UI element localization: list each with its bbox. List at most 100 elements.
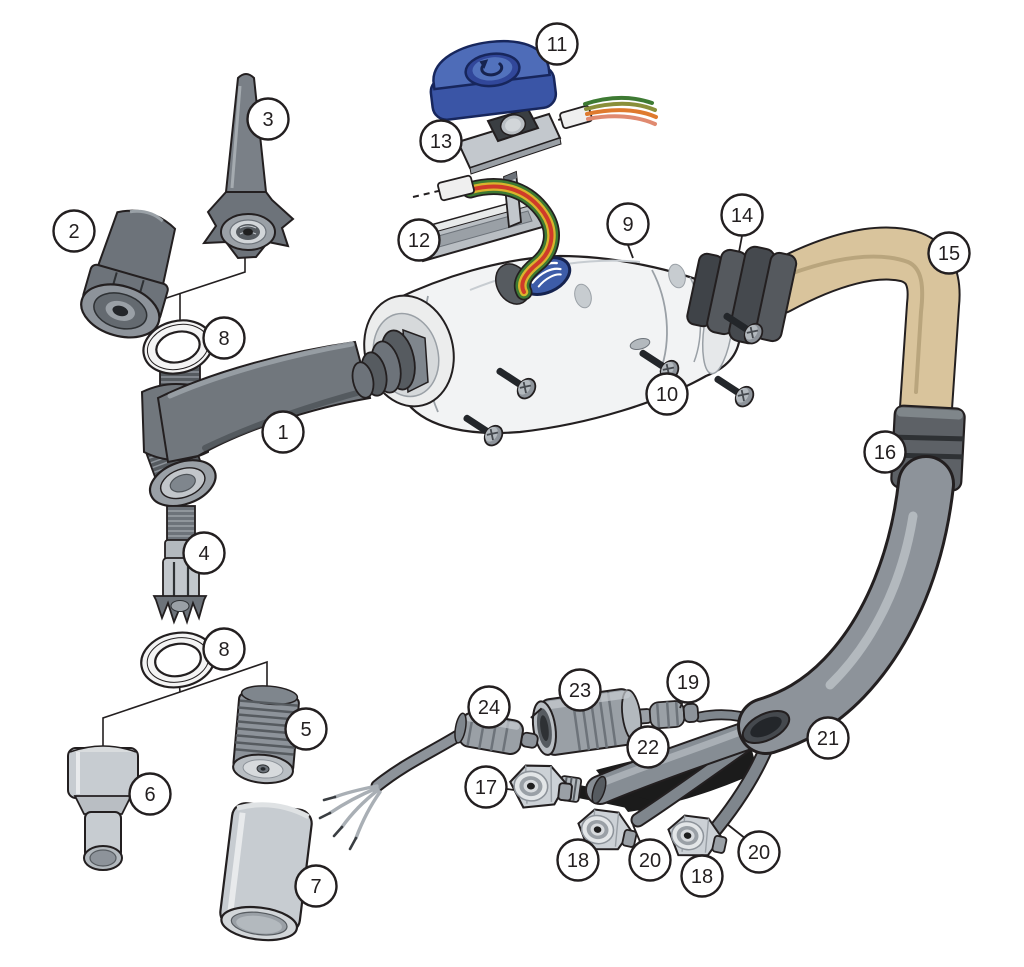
callout-1: 1: [261, 410, 305, 454]
callout-leader-line: [726, 823, 747, 840]
callout-7: 7: [294, 864, 338, 908]
part-23-adapter: [530, 688, 643, 756]
callout-leader-line: [627, 244, 634, 259]
callout-number: 19: [677, 672, 699, 694]
callout-number: 6: [144, 784, 155, 806]
part-12-ribbon-cable: [437, 174, 560, 301]
callout-circle: [628, 838, 672, 882]
part-22-hose-sleeve: [585, 719, 767, 805]
callout-18: 18: [556, 838, 600, 882]
callout-circle: [737, 830, 781, 874]
callout-circle: [720, 193, 764, 237]
rotation-arrow-icon: [479, 59, 504, 77]
callout-circle: [666, 660, 710, 704]
torch-head-handle-joint: [351, 328, 429, 399]
callout-number: 23: [569, 680, 591, 702]
callout-number: 5: [300, 719, 311, 741]
callout-circle: [558, 668, 602, 712]
callout-number: 17: [475, 777, 497, 799]
part-14-strain-relief: [686, 245, 798, 345]
callout-circle: [202, 627, 246, 671]
callout-number: 18: [691, 866, 713, 888]
callout-circle: [927, 231, 971, 275]
callout-number: 3: [262, 109, 273, 131]
callout-circle: [626, 725, 670, 769]
callout-number: 21: [817, 728, 839, 750]
callout-leader-line: [506, 788, 515, 791]
callout-24: 24: [467, 685, 511, 729]
callout-number: 11: [547, 34, 568, 56]
callout-4: 4: [182, 531, 226, 575]
callout-16: 16: [863, 430, 907, 474]
callout-number: 15: [938, 243, 960, 265]
part-8-oring-bottom: [140, 631, 216, 689]
part-7-nozzle-long: [219, 802, 313, 942]
callout-circle: [128, 772, 172, 816]
callout-19: 19: [666, 660, 710, 709]
part-13-switch-pcb: [456, 95, 658, 175]
part-17-hex-fitting: [506, 760, 575, 814]
callout-circle: [52, 209, 96, 253]
callout-20: 20: [628, 824, 672, 882]
callout-17: 17: [464, 765, 515, 809]
callout-13: 13: [419, 119, 463, 163]
part-8-oring-top: [142, 319, 214, 375]
callout-number: 4: [198, 543, 209, 565]
callout-number: 10: [656, 384, 678, 406]
callout-circle: [261, 410, 305, 454]
callout-circle: [606, 202, 650, 246]
callout-5: 5: [284, 707, 328, 751]
callout-22: 22: [626, 725, 670, 769]
callout-6: 6: [128, 772, 172, 816]
callout-number: 13: [430, 131, 452, 153]
part-24-connector-pigtail: [318, 711, 539, 851]
part-2-short-back-cap: [80, 209, 177, 339]
callout-circle: [467, 685, 511, 729]
callout-15: 15: [927, 231, 971, 275]
callout-circle: [645, 372, 689, 416]
callout-number: 8: [218, 328, 229, 350]
part-21-main-cable: [737, 455, 955, 755]
callout-circle: [419, 119, 463, 163]
callout-circle: [464, 765, 508, 809]
callout-circle: [182, 531, 226, 575]
callout-3: 3: [246, 97, 290, 141]
callout-circle: [202, 316, 246, 360]
callout-8: 8: [202, 316, 246, 360]
callout-circle: [535, 22, 579, 66]
callout-18: 18: [680, 854, 724, 898]
callout-8: 8: [202, 627, 246, 671]
callout-number: 12: [408, 230, 430, 252]
callout-23: 23: [558, 668, 602, 712]
callout-number: 14: [731, 205, 753, 227]
part-1-torch-head: [140, 340, 372, 508]
callout-9: 9: [606, 202, 650, 259]
callout-11: 11: [535, 22, 579, 66]
callout-leader-line: [738, 235, 743, 253]
callout-number: 7: [310, 876, 321, 898]
callout-21: 21: [806, 716, 850, 760]
callout-number: 24: [478, 697, 500, 719]
callout-circle: [680, 854, 724, 898]
callout-number: 22: [637, 737, 659, 759]
callout-number: 9: [622, 214, 633, 236]
dashed-connector-line: [412, 188, 448, 198]
callout-number: 8: [218, 639, 229, 661]
callout-number: 20: [748, 842, 770, 864]
callout-leader-line: [632, 824, 642, 845]
callout-number: 1: [277, 422, 288, 444]
callout-circle: [246, 97, 290, 141]
callout-circle: [284, 707, 328, 751]
callout-circle: [806, 716, 850, 760]
part-11-switch-cap: [429, 39, 558, 121]
callout-number: 20: [639, 850, 661, 872]
part-19-connector: [635, 700, 700, 730]
callout-circle: [397, 218, 441, 262]
callout-14: 14: [720, 193, 764, 253]
callout-2: 2: [52, 209, 96, 253]
callout-12: 12: [397, 218, 441, 262]
callout-circle: [294, 864, 338, 908]
